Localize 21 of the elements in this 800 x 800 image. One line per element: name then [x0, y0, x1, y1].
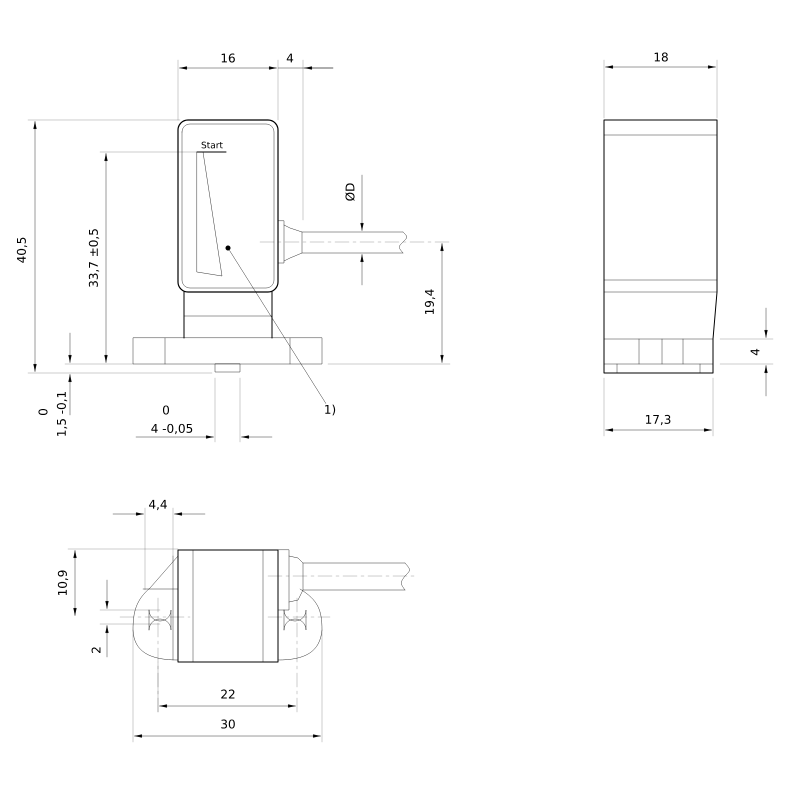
dimension-label: 33,7 ±0,5 — [88, 229, 100, 287]
dimension-label: 10,9 — [58, 570, 68, 596]
dimension-label: 4 -0,05 — [151, 424, 192, 434]
dimension-label: 18 — [654, 52, 668, 62]
dimension-label: 4 — [750, 348, 760, 356]
dimension-label: 40,5 — [16, 238, 28, 263]
dimension-label: 4 — [286, 54, 294, 62]
marking-text: Start — [202, 142, 223, 148]
callout-number: 1) — [325, 404, 336, 416]
dimension-label: 22 — [221, 690, 234, 698]
leader-line — [229, 250, 326, 404]
dimension-label: 16 — [222, 53, 235, 63]
dimension-label: 30 — [221, 719, 235, 729]
dimension-label: 0 — [38, 408, 48, 416]
dimension-label: ØD — [345, 183, 355, 201]
dimension-label: 2 — [92, 647, 100, 653]
dimension-label: 19,4 — [424, 289, 436, 314]
dimension-label: 1,5 -0,1 — [56, 392, 68, 436]
dimension-label: 4,4 — [149, 500, 167, 510]
dimension-label: 17,3 — [646, 414, 670, 426]
dimension-label: 0 — [162, 405, 170, 415]
